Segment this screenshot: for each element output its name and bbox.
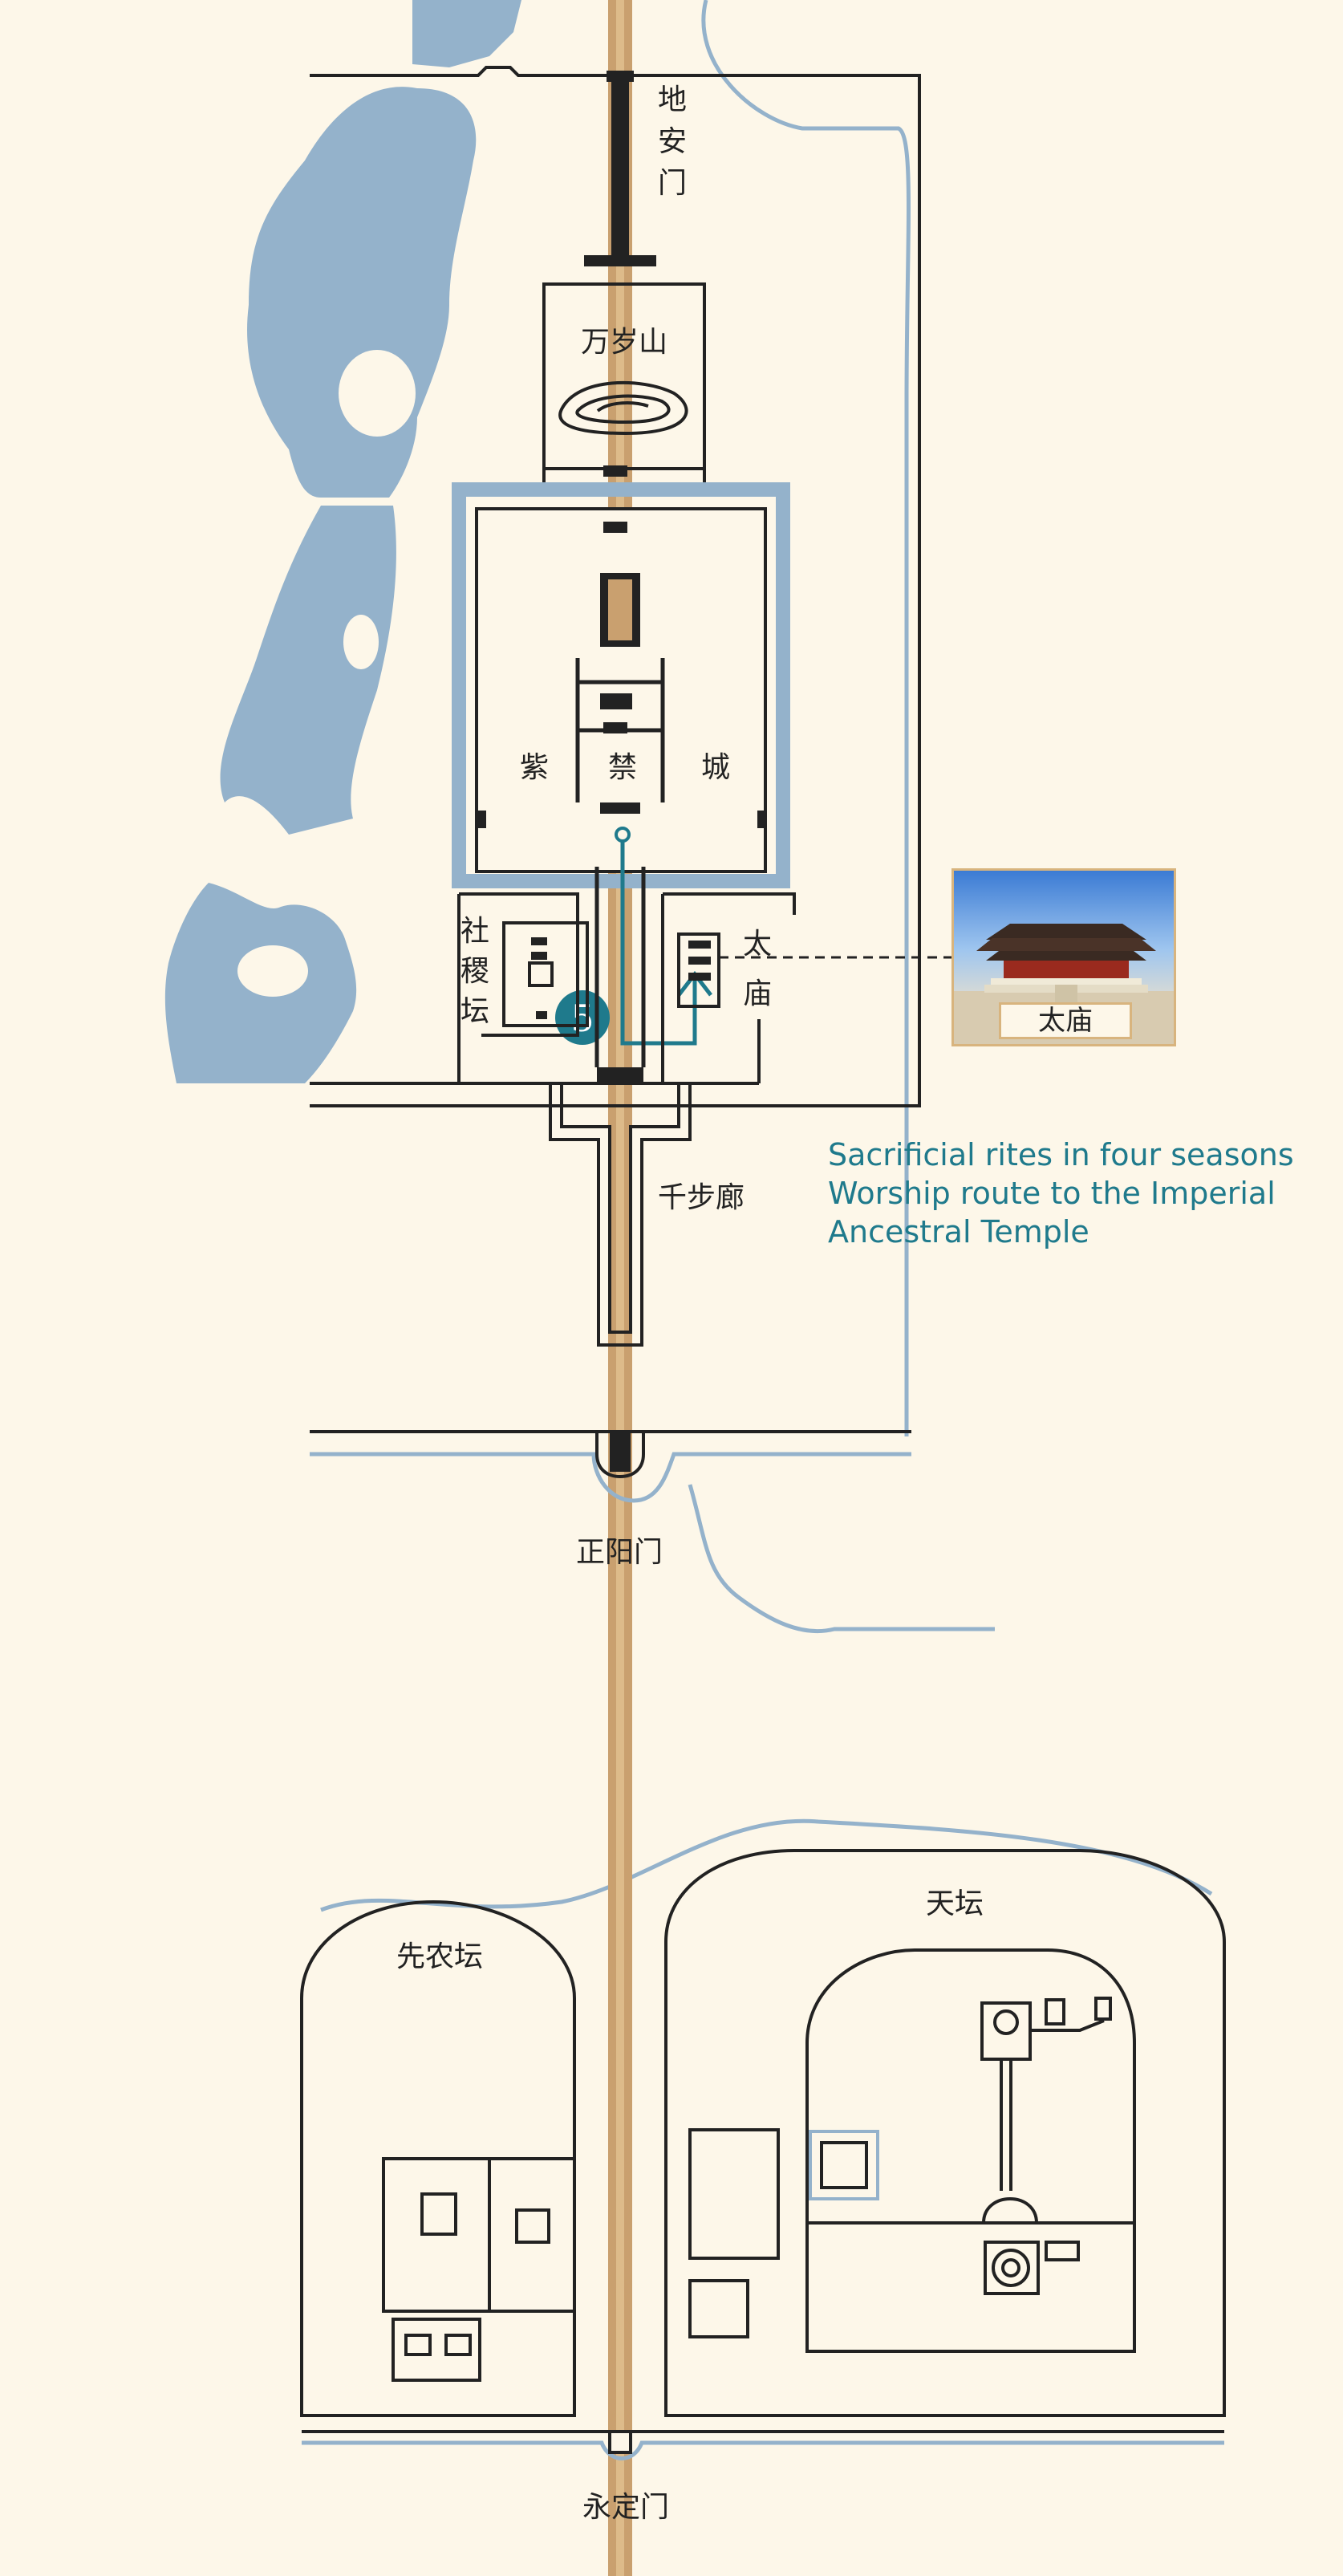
xian-nong-tan: [300, 1899, 576, 2417]
label-di-an-men-3: 门: [658, 167, 687, 200]
label-di-an-men-1: 地: [658, 83, 687, 116]
middle-lake: [220, 506, 396, 835]
label-tian-tan: 天坛: [926, 1887, 984, 1920]
label-cheng: 城: [701, 751, 730, 784]
river: [701, 0, 911, 1436]
label-di-an-men-2: 安: [658, 125, 687, 158]
palace-hall-inner: [608, 579, 632, 640]
label-tan: 坛: [461, 995, 489, 1028]
duan-men-walls: [594, 867, 646, 1067]
label-zheng-yang-men: 正阳门: [576, 1536, 663, 1569]
island: [339, 350, 416, 437]
island: [237, 945, 308, 997]
place-labels: 地 安 门 万岁山 紫 禁 城 社 稷 坛 太 庙 千步廊 正阳门 先农坛 天坛…: [396, 83, 984, 2524]
she-ji-tan-buildings: [531, 937, 547, 1019]
tian-an-men: [597, 1067, 643, 1085]
photo-label: 太庙: [999, 1002, 1132, 1039]
label-ji: 稷: [461, 955, 489, 988]
route-number: 5: [570, 997, 594, 1040]
island: [343, 615, 379, 669]
di-an-men-gate: [584, 71, 656, 266]
route-caption-line-2: Worship route to the Imperial: [828, 1176, 1276, 1211]
lakes: [164, 0, 521, 1083]
label-wan-sui-shan: 万岁山: [581, 326, 667, 359]
label-jin: 禁: [608, 751, 637, 784]
top-lake-fragment: [412, 0, 521, 67]
label-zi: 紫: [520, 751, 549, 784]
label-xian-nong-tan: 先农坛: [396, 1940, 483, 1973]
tian-tan: [664, 1849, 1226, 2417]
qian-bu-lang: [549, 1085, 692, 1347]
label-tai: 太: [743, 928, 772, 961]
forbidden-city-wall: [475, 507, 767, 873]
route-start-point: [615, 827, 631, 843]
she-ji-tan-altar: [528, 961, 554, 987]
zheng-yang-men-gate: [595, 1432, 645, 1479]
tai-miao-buildings: [688, 941, 711, 981]
north-lake: [247, 87, 477, 498]
route-caption-line-3: Ancestral Temple: [828, 1214, 1089, 1249]
river: [688, 1484, 995, 1634]
river: [320, 1818, 1213, 1912]
southern-enclosures: [457, 892, 796, 1083]
tai-miao-photo-card: 太庙: [951, 868, 1176, 1046]
label-qian-bu-lang: 千步廊: [658, 1181, 745, 1214]
label-yong-ding-men: 永定门: [582, 2491, 669, 2524]
islands: [237, 350, 416, 997]
route-caption: Sacrificial rites in four seasons Worshi…: [828, 1137, 1294, 1249]
outer-city-wall: [302, 2430, 1224, 2460]
central-axis-core: [616, 0, 624, 2576]
label-she: 社: [461, 915, 489, 948]
label-miao: 庙: [743, 977, 772, 1010]
route-caption-line-1: Sacrificial rites in four seasons: [828, 1137, 1294, 1172]
palace-courtyard: [575, 658, 665, 802]
